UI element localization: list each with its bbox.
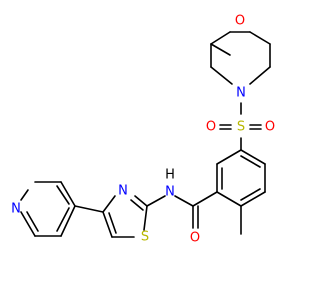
thiazole-ring	[102, 195, 148, 238]
atom-o-sulfonyl-right: O	[265, 120, 275, 135]
morpholine-ring	[210, 31, 271, 85]
thiazole-pyridine-bond	[74, 205, 104, 213]
pyridine-ring	[20, 181, 76, 237]
atom-o-sulfonyl-left: O	[206, 120, 216, 135]
benzene-ring	[216, 149, 266, 207]
amide-bonds	[146, 191, 218, 229]
atom-o-morpholine: O	[235, 14, 245, 29]
atom-n-thiazole: N	[118, 184, 128, 199]
atom-s-thiazole: S	[141, 230, 149, 245]
atom-n-pyridine: N	[11, 202, 21, 217]
atom-n-amide: N	[165, 185, 175, 200]
atom-o-carbonyl: O	[190, 231, 200, 246]
atom-s-sulfonyl: S	[237, 120, 245, 135]
sulfonyl-bonds	[219, 124, 262, 130]
atom-n-morpholine: N	[236, 86, 246, 101]
molecule-structure: O N S O O N H O N S N	[11, 14, 275, 246]
atom-h-amide: H	[165, 168, 175, 183]
